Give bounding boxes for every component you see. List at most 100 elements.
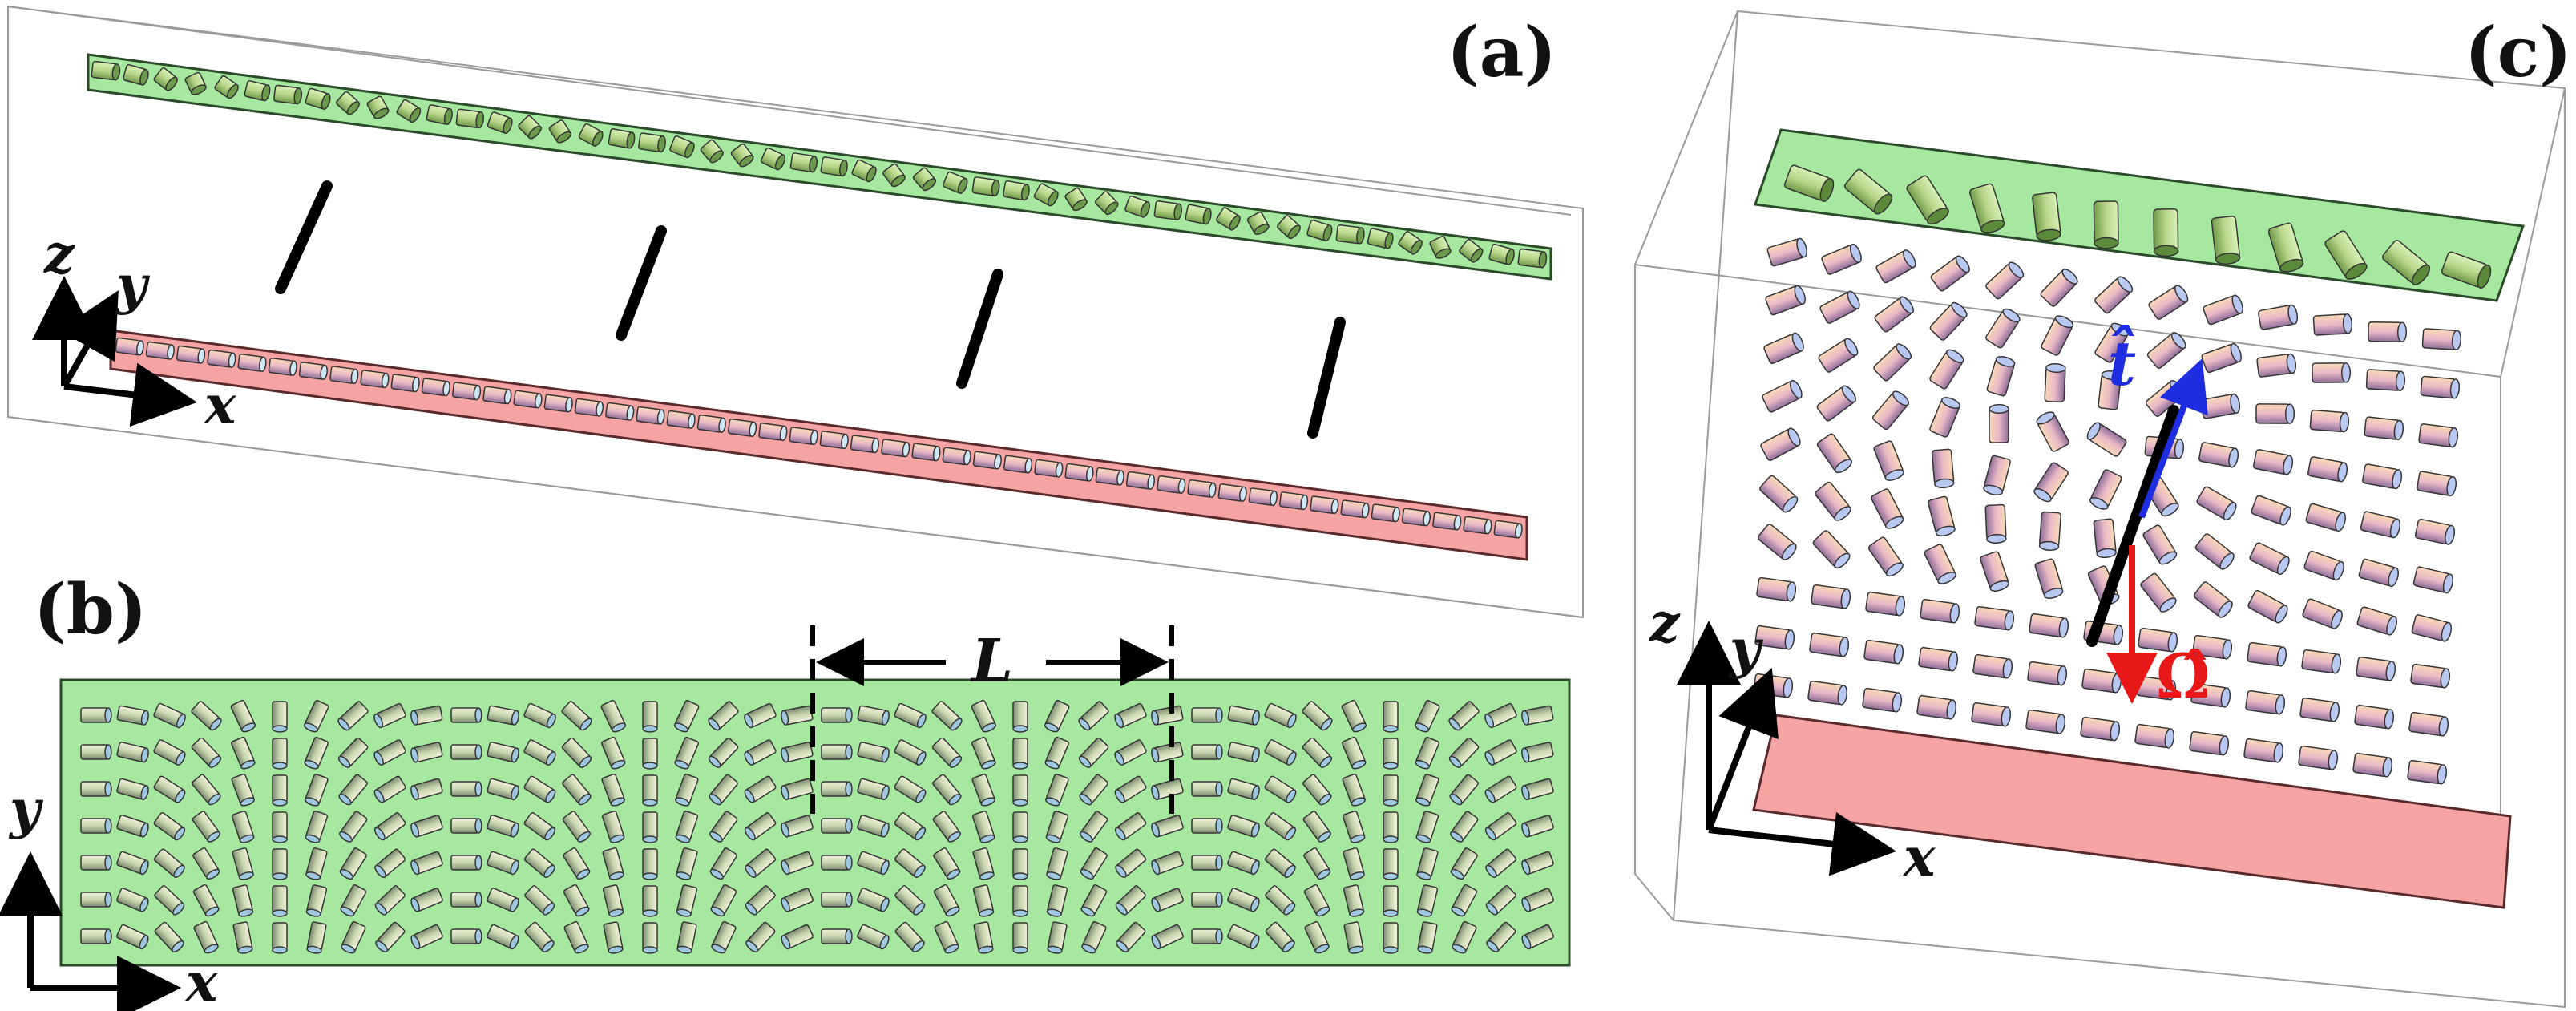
panel-c-axes: [1677, 621, 1896, 876]
liquid-crystal-rod: [1191, 744, 1223, 760]
liquid-crystal-rod: [272, 811, 288, 843]
liquid-crystal-rod: [1151, 924, 1184, 950]
liquid-crystal-rod: [192, 847, 220, 880]
panel-a-x-label: x: [203, 374, 236, 436]
liquid-crystal-rod: [426, 104, 453, 126]
liquid-crystal-rod: [730, 143, 754, 168]
liquid-crystal-rod: [2247, 590, 2288, 624]
liquid-crystal-rod: [608, 128, 636, 149]
liquid-crystal-rod: [2382, 240, 2431, 285]
liquid-crystal-rod: [1812, 530, 1851, 569]
liquid-crystal-rod: [1080, 847, 1108, 880]
liquid-crystal-rod: [487, 778, 519, 801]
liquid-crystal-rod: [184, 71, 207, 95]
liquid-crystal-rod: [1484, 812, 1517, 841]
liquid-crystal-rod: [80, 818, 112, 834]
liquid-crystal-rod: [191, 701, 222, 731]
liquid-crystal-rod: [1383, 811, 1399, 843]
liquid-crystal-rod: [857, 705, 890, 726]
liquid-crystal-rod: [1521, 778, 1554, 801]
liquid-crystal-rod: [1033, 183, 1059, 207]
liquid-crystal-rod: [487, 851, 519, 876]
liquid-crystal-rod: [1398, 231, 1423, 255]
liquid-crystal-rod: [710, 884, 737, 917]
liquid-crystal-rod: [972, 451, 1002, 470]
liquid-crystal-rod: [1459, 239, 1484, 263]
liquid-crystal-rod: [232, 847, 254, 880]
liquid-crystal-rod: [1114, 775, 1147, 803]
liquid-crystal-rod: [543, 394, 573, 413]
liquid-crystal-rod: [366, 95, 390, 119]
liquid-crystal-rod: [192, 811, 220, 843]
liquid-crystal-rod: [2251, 495, 2291, 526]
liquid-crystal-rod: [524, 921, 555, 953]
liquid-crystal-rod: [1985, 308, 2021, 349]
liquid-crystal-rod: [2298, 745, 2339, 770]
liquid-crystal-rod: [2412, 566, 2454, 594]
liquid-crystal-rod: [1521, 705, 1554, 726]
liquid-crystal-rod: [1485, 848, 1517, 878]
liquid-crystal-rod: [1929, 397, 1961, 438]
liquid-crystal-rod: [1012, 885, 1028, 917]
liquid-crystal-rod: [1078, 701, 1109, 731]
liquid-crystal-rod: [934, 920, 959, 954]
liquid-crystal-rod: [410, 778, 443, 801]
liquid-crystal-rod: [942, 171, 968, 194]
liquid-crystal-rod: [1865, 591, 1906, 617]
liquid-crystal-rod: [894, 885, 926, 916]
liquid-crystal-rod: [91, 60, 121, 81]
liquid-crystal-rod: [450, 707, 482, 723]
liquid-crystal-rod: [1766, 237, 1807, 267]
liquid-crystal-rod: [2189, 730, 2230, 756]
liquid-crystal-rod: [1448, 701, 1480, 731]
liquid-crystal-rod: [708, 701, 739, 731]
liquid-crystal-rod: [1034, 459, 1064, 478]
liquid-crystal-rod: [933, 847, 961, 880]
liquid-crystal-rod: [487, 924, 519, 950]
liquid-crystal-rod: [1521, 888, 1554, 912]
liquid-crystal-rod: [116, 705, 149, 726]
liquid-crystal-rod: [1217, 483, 1247, 503]
disclination-line: [275, 180, 333, 294]
liquid-crystal-rod: [894, 739, 927, 766]
liquid-crystal-rod: [2080, 716, 2121, 742]
liquid-crystal-rod: [2196, 486, 2237, 521]
liquid-crystal-rod: [123, 63, 149, 86]
liquid-crystal-rod: [145, 341, 175, 360]
liquid-crystal-rod: [1807, 680, 1848, 706]
liquid-crystal-rod: [2041, 315, 2074, 356]
liquid-crystal-rod: [603, 921, 624, 954]
liquid-crystal-rod: [1928, 495, 1956, 537]
liquid-crystal-rod: [2033, 462, 2069, 503]
liquid-crystal-rod: [972, 884, 995, 917]
liquid-crystal-rod: [973, 921, 994, 954]
liquid-crystal-rod: [1451, 884, 1478, 917]
liquid-crystal-rod: [1227, 924, 1260, 950]
liquid-crystal-rod: [2027, 661, 2068, 686]
liquid-crystal-rod: [562, 811, 591, 843]
liquid-crystal-rod: [1151, 778, 1184, 801]
liquid-crystal-rod: [781, 924, 814, 950]
liquid-crystal-rod: [1115, 885, 1146, 916]
liquid-crystal-rod: [821, 928, 853, 944]
liquid-crystal-rod: [1191, 818, 1223, 834]
liquid-crystal-rod: [1484, 739, 1517, 766]
liquid-crystal-rod: [116, 742, 149, 763]
liquid-crystal-rod: [857, 888, 890, 912]
liquid-crystal-rod: [1873, 440, 1904, 481]
liquid-crystal-rod: [80, 892, 112, 908]
liquid-crystal-rod: [2153, 208, 2179, 257]
liquid-crystal-rod: [390, 374, 420, 393]
liquid-crystal-rod: [1416, 884, 1439, 917]
liquid-crystal-rod: [1302, 737, 1333, 768]
liquid-crystal-rod: [781, 778, 814, 801]
liquid-crystal-rod: [1227, 888, 1260, 912]
panel-a-axes: [31, 276, 197, 427]
liquid-crystal-rod: [1429, 236, 1452, 259]
liquid-crystal-rod: [2034, 558, 2064, 599]
liquid-crystal-rod: [524, 885, 555, 916]
liquid-crystal-rod: [2211, 215, 2241, 265]
liquid-crystal-rod: [932, 811, 961, 843]
panel-c-y-label: y: [1728, 617, 1764, 680]
liquid-crystal-rod: [1278, 491, 1309, 511]
